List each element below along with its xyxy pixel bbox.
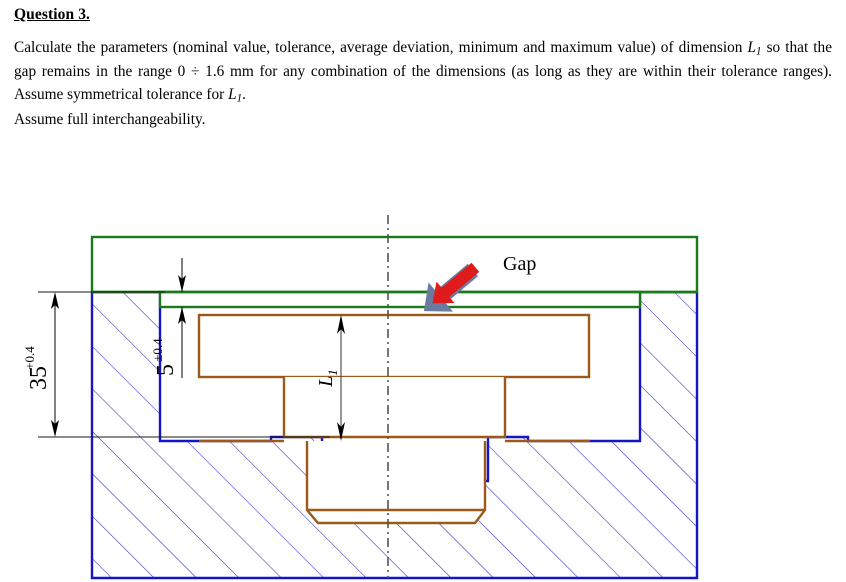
variable-l1-subscript-2: 1: [236, 92, 243, 105]
brown-part-stem: [282, 377, 507, 439]
brown-part-head: [197, 313, 591, 379]
dim-l1-subscript: 1: [325, 369, 340, 376]
question-title: Question 3.: [14, 6, 91, 23]
gap-annotation: Gap: [423, 253, 536, 312]
dimension-35: 35 +0.4: [22, 291, 330, 438]
variable-l1-inline-1: L1: [747, 39, 762, 58]
question-line-2-a: value) of dimension: [617, 39, 748, 56]
variable-l1-letter-1: L: [747, 39, 756, 56]
dim-l1-value: L1: [315, 369, 340, 388]
blue-housing-outer-boundary: [90, 292, 699, 580]
dim-35-label-group: 35 +0.4: [22, 346, 52, 390]
dim-5-label-group: 5 ±0.4: [150, 338, 179, 376]
blue-housing-part: [90, 290, 699, 580]
question-line-4: Assume full interchangeability.: [14, 110, 206, 128]
green-plate-upper-rect: [90, 235, 699, 294]
dim-l1-arrow-up: [337, 315, 345, 334]
gap-arrow-red: [432, 262, 480, 304]
dimension-l1: L1: [315, 315, 345, 441]
dimension-5: 5 ±0.4: [150, 258, 186, 378]
dim-5-value: 5: [153, 364, 179, 376]
question-line-3-a: dimensions (as long as they are within t…: [14, 63, 832, 104]
brown-part-lower-body: [305, 441, 487, 525]
blue-housing-hatch: [92, 292, 697, 578]
question-line-3-b: .: [242, 86, 246, 104]
dim-35-tolerance: +0.4: [22, 346, 37, 370]
gap-arrow-outline: [423, 263, 479, 312]
question-block: Question 3. Calculate the parameters (no…: [14, 6, 832, 131]
brown-inner-part: [197, 313, 591, 525]
blue-housing-outline: [92, 290, 697, 483]
green-plate-lower-strip: [158, 290, 642, 309]
blue-housing-left-outline: [92, 292, 271, 481]
dim-5-arrow-up: [178, 307, 186, 324]
question-line-2-b: so that the gap remains in the range 0 ÷…: [14, 39, 832, 81]
dim-l1-arrow-down: [337, 422, 345, 441]
variable-l1-letter-2: L: [228, 86, 237, 104]
green-cover-plate: [90, 235, 699, 309]
variable-l1-subscript-1: 1: [756, 45, 762, 58]
question-text: Calculate the parameters (nominal value,…: [14, 36, 832, 131]
question-line-1: Calculate the parameters (nominal value,…: [14, 39, 613, 56]
dim-5-tolerance: ±0.4: [150, 338, 165, 362]
dim-35-arrow-down: [51, 420, 59, 437]
dim-l1-label-group: L1: [315, 369, 340, 388]
dim-35-arrow-up: [51, 292, 59, 309]
dim-35-value: 35: [26, 366, 52, 390]
dim-l1-letter: L: [315, 376, 337, 388]
gap-label: Gap: [503, 253, 536, 275]
variable-l1-inline-2: L1: [228, 86, 243, 105]
dim-5-arrow-down: [178, 275, 186, 292]
